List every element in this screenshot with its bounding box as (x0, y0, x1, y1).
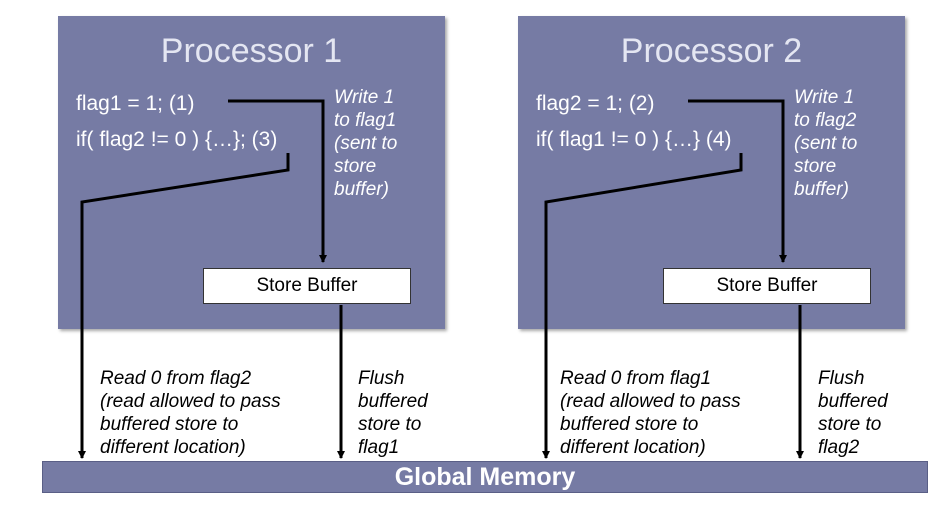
read-note-line: (read allowed to pass (560, 391, 741, 412)
flush-note-line: store to (818, 414, 882, 435)
read-note-line: buffered store to (560, 414, 699, 435)
processor-2-code-line-2: if( flag1 != 0 ) {…} (4) (536, 128, 732, 151)
processor-1-write-note: Write 1 to flag1 (sent to store buffer) (334, 86, 397, 201)
p1-write-arrow (228, 99, 327, 263)
flush-note-line: store to (358, 414, 422, 435)
processor-1-write-note-line: store (334, 156, 377, 177)
processor-1-store-buffer: Store Buffer (203, 268, 411, 304)
flush-note-line: flag1 (358, 437, 400, 458)
flush-note-line: buffered (358, 391, 428, 412)
processor-2-read-note: Read 0 from flag1 (read allowed to pass … (560, 367, 741, 459)
processor-1-read-note: Read 0 from flag2 (read allowed to pass … (100, 367, 281, 459)
p2-read-arrow (542, 153, 743, 459)
processor-1-write-note-line: Write 1 (334, 87, 395, 108)
processor-1-title: Processor 1 (160, 32, 343, 70)
flush-note-line: Flush (818, 368, 865, 389)
read-note-line: buffered store to (100, 414, 239, 435)
read-note-line: Read 0 from flag1 (560, 368, 712, 389)
processor-2-store-buffer: Store Buffer (663, 268, 871, 304)
flush-note-line: flag2 (818, 437, 860, 458)
processor-2-write-note-line: store (794, 156, 837, 177)
flush-note-line: buffered (818, 391, 888, 412)
read-note-line: (read allowed to pass (100, 391, 281, 412)
flush-note-line: Flush (358, 368, 405, 389)
processor-1-box: Processor 1 flag1 = 1; (1) if( flag2 != … (58, 16, 445, 329)
processor-1-code-line-2: if( flag2 != 0 ) {…}; (3) (76, 128, 278, 151)
read-note-line: different location) (100, 437, 246, 458)
processor-1-write-note-line: buffer) (334, 179, 389, 200)
read-note-line: different location) (560, 437, 706, 458)
processor-2-write-note-line: to flag2 (794, 110, 857, 131)
processor-2-box: Processor 2 flag2 = 1; (2) if( flag1 != … (518, 16, 905, 329)
processor-1-flush-note: Flush buffered store to flag1 (358, 367, 428, 459)
processor-2-code-line-1: flag2 = 1; (2) (536, 92, 655, 115)
processor-2-write-note-line: (sent to (794, 133, 858, 154)
processor-1-write-note-line: (sent to (334, 133, 398, 154)
p1-read-arrow (78, 153, 290, 459)
processor-2-flush-note: Flush buffered store to flag2 (818, 367, 888, 459)
processor-2-write-note-line: Write 1 (794, 87, 855, 108)
processor-1-code-line-1: flag1 = 1; (1) (76, 92, 195, 115)
processor-2-write-note: Write 1 to flag2 (sent to store buffer) (794, 86, 857, 201)
processor-1-write-note-line: to flag1 (334, 110, 397, 131)
read-note-line: Read 0 from flag2 (100, 368, 252, 389)
p2-write-arrow (688, 99, 787, 263)
processor-2-write-note-line: buffer) (794, 179, 849, 200)
processor-2-title: Processor 2 (620, 32, 803, 70)
global-memory-bar: Global Memory (42, 461, 928, 493)
